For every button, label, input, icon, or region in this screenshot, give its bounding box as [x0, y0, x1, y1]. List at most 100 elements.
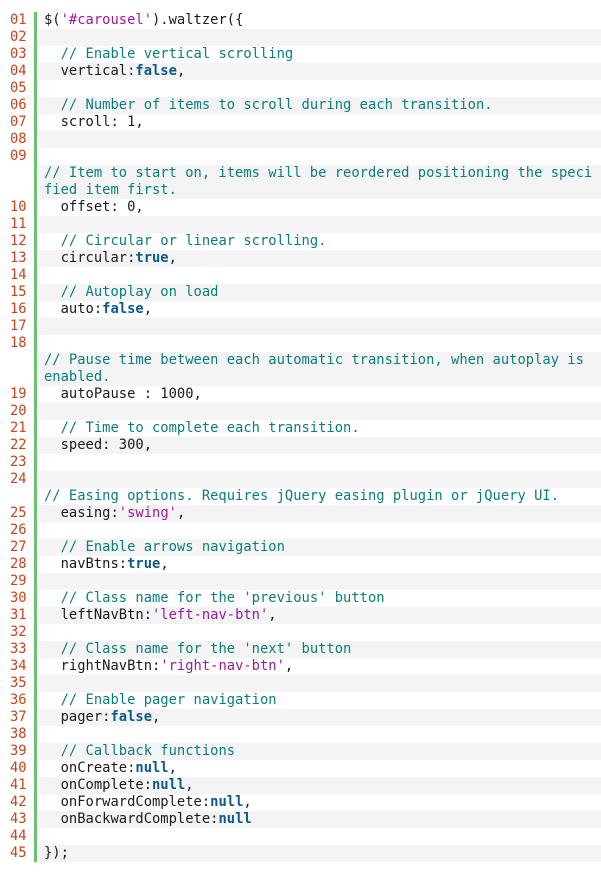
code-token: , — [143, 301, 153, 317]
line-number: 13 — [0, 250, 37, 267]
code-keyword: true — [127, 556, 161, 572]
code-keyword: false — [110, 709, 153, 725]
code-string: 'swing' — [118, 505, 177, 521]
line-number: 26 — [0, 522, 37, 539]
line-number: 45 — [0, 845, 37, 862]
code-line: 38 — [0, 726, 601, 743]
code-token: , — [243, 794, 252, 810]
line-number: 10 — [0, 199, 37, 216]
code-token: vertical: — [44, 63, 136, 79]
code-token: speed: 300, — [44, 437, 152, 453]
code-text: onCreate:null, — [37, 760, 601, 777]
line-number: 22 — [0, 437, 37, 454]
code-token — [44, 420, 61, 436]
code-token: onForwardComplete: — [44, 794, 211, 810]
code-token: leftNavBtn: — [44, 607, 152, 623]
code-token: , — [176, 63, 186, 79]
code-token: , — [152, 709, 161, 725]
code-line: 11 — [0, 216, 601, 233]
code-token: onBackwardComplete: — [44, 811, 219, 827]
line-number: 43 — [0, 811, 37, 828]
code-text — [37, 131, 601, 148]
code-keyword: true — [135, 250, 169, 266]
code-token: circular: — [44, 250, 136, 266]
code-token: }); — [44, 845, 69, 861]
code-comment: // Callback functions — [60, 743, 236, 759]
line-number: 36 — [0, 692, 37, 709]
line-number: 28 — [0, 556, 37, 573]
code-text: leftNavBtn:'left-nav-btn', — [37, 607, 601, 624]
code-line: 45}); — [0, 845, 601, 862]
code-keyword: null — [135, 760, 169, 776]
code-comment: // Enable arrows navigation — [60, 539, 285, 555]
code-comment: // Item to start on, items will be reord… — [44, 165, 593, 198]
code-token: auto: — [44, 301, 103, 317]
line-number: 29 — [0, 573, 37, 590]
code-text: $('#carousel').waltzer({ — [37, 12, 601, 29]
code-text: easing:'swing', — [37, 505, 601, 522]
code-text: // Class name for the 'previous' button — [37, 590, 601, 607]
code-keyword: false — [102, 301, 144, 317]
code-line: 30 // Class name for the 'previous' butt… — [0, 590, 601, 607]
code-text — [37, 29, 601, 46]
code-token: onComplete: — [44, 777, 152, 793]
code-text: onForwardComplete:null, — [37, 794, 601, 811]
line-number: 40 — [0, 760, 37, 777]
line-number — [0, 352, 37, 386]
line-number: 09 — [0, 148, 37, 165]
code-line: 19 autoPause : 1000, — [0, 386, 601, 403]
code-line: 17 — [0, 318, 601, 335]
code-token: rightNavBtn: — [44, 658, 161, 674]
code-line: 21 // Time to complete each transition. — [0, 420, 601, 437]
code-text: // Time to complete each transition. — [37, 420, 601, 437]
line-number: 14 — [0, 267, 37, 284]
code-text: auto:false, — [37, 301, 601, 318]
code-line: 02 — [0, 29, 601, 46]
code-string: 'right-nav-btn' — [160, 658, 285, 674]
code-comment: // Enable pager navigation — [60, 692, 277, 708]
code-text — [37, 267, 601, 284]
code-line: 07 scroll: 1, — [0, 114, 601, 131]
code-text: // Callback functions — [37, 743, 601, 760]
code-token: , — [168, 250, 177, 266]
code-line: 20 — [0, 403, 601, 420]
code-line: 31 leftNavBtn:'left-nav-btn', — [0, 607, 601, 624]
code-token — [44, 97, 61, 113]
code-comment: // Class name for the 'previous' button — [60, 590, 385, 606]
code-line: // Pause time between each automatic tra… — [0, 352, 601, 386]
code-line: 05 — [0, 80, 601, 97]
line-number: 12 — [0, 233, 37, 250]
code-token — [44, 641, 61, 657]
line-number: 11 — [0, 216, 37, 233]
line-number: 34 — [0, 658, 37, 675]
code-text: // Class name for the 'next' button — [37, 641, 601, 658]
code-text: pager:false, — [37, 709, 601, 726]
code-comment: // Class name for the 'next' button — [60, 641, 352, 657]
code-line: 35 — [0, 675, 601, 692]
code-keyword: null — [210, 794, 244, 810]
code-line: 29 — [0, 573, 601, 590]
line-number: 39 — [0, 743, 37, 760]
code-line: 40 onCreate:null, — [0, 760, 601, 777]
code-line: 33 // Class name for the 'next' button — [0, 641, 601, 658]
code-comment: // Autoplay on load — [60, 284, 219, 300]
line-number: 44 — [0, 828, 37, 845]
code-token: autoPause : 1000, — [44, 386, 202, 402]
code-token: , — [284, 658, 294, 674]
code-token: navBtns: — [44, 556, 128, 572]
line-number: 05 — [0, 80, 37, 97]
code-text: speed: 300, — [37, 437, 601, 454]
code-comment: // Enable vertical scrolling — [60, 46, 294, 62]
line-number: 19 — [0, 386, 37, 403]
code-text — [37, 675, 601, 692]
line-number: 37 — [0, 709, 37, 726]
code-token — [44, 233, 61, 249]
code-line: 08 — [0, 131, 601, 148]
code-token: onCreate: — [44, 760, 136, 776]
code-text: // Circular or linear scrolling. — [37, 233, 601, 250]
line-number: 27 — [0, 539, 37, 556]
code-line: // Easing options. Requires jQuery easin… — [0, 488, 601, 505]
line-number: 30 — [0, 590, 37, 607]
code-token: $( — [44, 12, 61, 28]
code-string: '#carousel' — [60, 12, 152, 28]
